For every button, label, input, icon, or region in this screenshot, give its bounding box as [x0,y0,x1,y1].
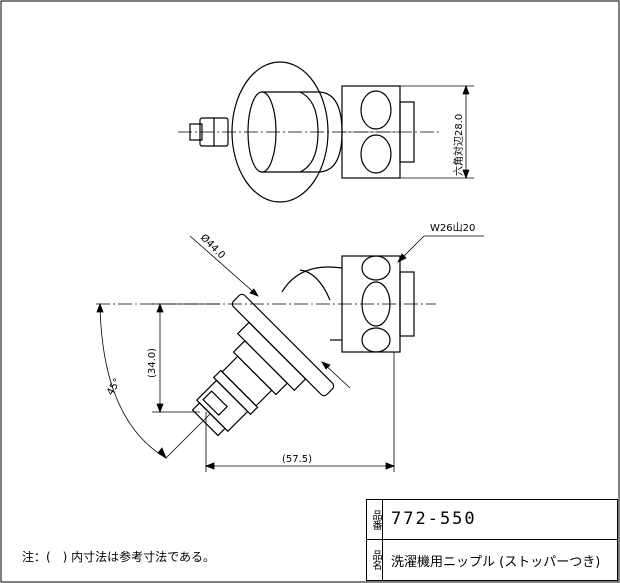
length-label: (57.5) [282,454,312,465]
title-block: 品番 772-550 品名 洗濯機用ニップル (ストッパーつき) [366,499,618,581]
part-name: 洗濯機用ニップル (ストッパーつき) [391,555,601,570]
height-label: (34.0) [147,348,158,378]
hex-dimension [400,84,474,180]
top-view [178,61,440,203]
side-dimensions [96,235,484,472]
thread-label: W26山20 [430,222,475,234]
part-name-header: 品名 [367,540,383,580]
part-name-row: 品名 洗濯機用ニップル (ストッパーつき) [367,540,617,580]
part-number-header: 品番 [367,500,383,540]
hex-dimension-label: 六角対辺28.0 [452,114,465,176]
angle-label: 45° [105,377,123,398]
side-view [96,255,436,437]
reference-note: 注：( ) 内寸法は参考寸法である。 [22,550,216,564]
part-number: 772-550 [391,509,477,529]
part-number-row: 品番 772-550 [367,500,617,540]
